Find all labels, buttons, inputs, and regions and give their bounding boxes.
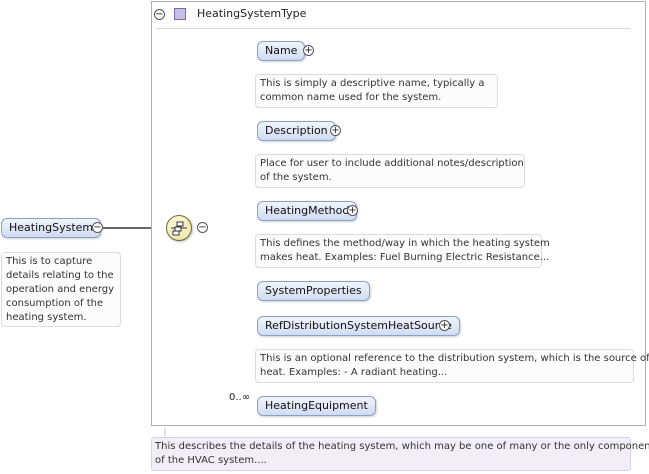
element-system-properties[interactable]: SystemProperties — [257, 281, 370, 301]
description-expand-toggle[interactable]: + — [330, 125, 341, 136]
ref-distribution-documentation: This is an optional reference to the dis… — [255, 349, 649, 383]
type-documentation: This describes the details of the heatin… — [151, 437, 649, 471]
heating-method-documentation: This defines the method/way in which the… — [255, 234, 550, 268]
ref-distribution-expand-toggle[interactable]: + — [439, 320, 450, 331]
complex-type-icon — [174, 8, 186, 20]
type-collapse-toggle[interactable]: − — [154, 9, 165, 20]
type-header-divider — [156, 28, 630, 29]
name-documentation: This is simply a descriptive name, typic… — [255, 74, 498, 108]
heating-equipment-occurrence: 0..∞ — [229, 392, 251, 403]
element-heating-equipment[interactable]: HeatingEquipment — [257, 396, 376, 416]
heating-method-expand-toggle[interactable]: + — [347, 205, 358, 216]
element-heating-method[interactable]: HeatingMethod — [257, 201, 358, 221]
element-ref-distribution-system-heat-source[interactable]: RefDistributionSystemHeatSource — [257, 316, 460, 336]
sequence-compositor-icon[interactable] — [166, 215, 192, 241]
element-name[interactable]: Name — [257, 41, 306, 61]
element-description[interactable]: Description — [257, 121, 336, 141]
root-element-heating-system[interactable]: HeatingSystem — [1, 218, 102, 238]
type-title: HeatingSystemType — [197, 7, 307, 20]
sequence-glyph-icon — [171, 221, 187, 236]
name-expand-toggle[interactable]: + — [303, 45, 314, 56]
description-documentation: Place for user to include additional not… — [255, 154, 525, 188]
root-documentation: This is to capture details relating to t… — [1, 252, 121, 327]
root-collapse-toggle[interactable]: − — [92, 222, 103, 233]
sequence-collapse-toggle[interactable]: − — [197, 222, 208, 233]
